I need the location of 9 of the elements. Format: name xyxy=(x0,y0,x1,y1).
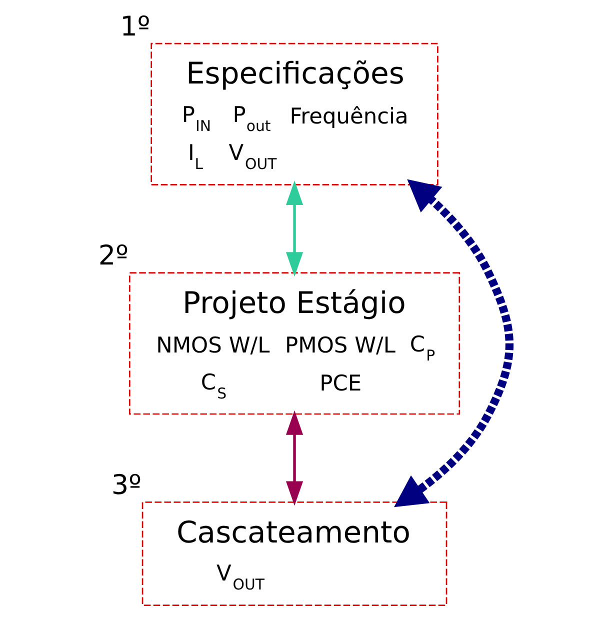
node-box: Cascateamento V$_{OUT}$ xyxy=(141,502,447,606)
arrow xyxy=(285,410,303,506)
node-label: 1º xyxy=(120,11,150,42)
node-label: 2º xyxy=(98,240,128,272)
node-label: 3º xyxy=(110,470,141,502)
arrow xyxy=(285,180,303,277)
node-box: Projeto Estágio NMOS W/L PMOS W/L C$_{P}$ C$_{S}$ PCE xyxy=(128,272,460,415)
arrow xyxy=(394,179,513,508)
node-box: Especificações P$_{IN}$ P$_{out}$ Frequência I$_{L}$ V$_{OUT}$ xyxy=(150,42,438,186)
